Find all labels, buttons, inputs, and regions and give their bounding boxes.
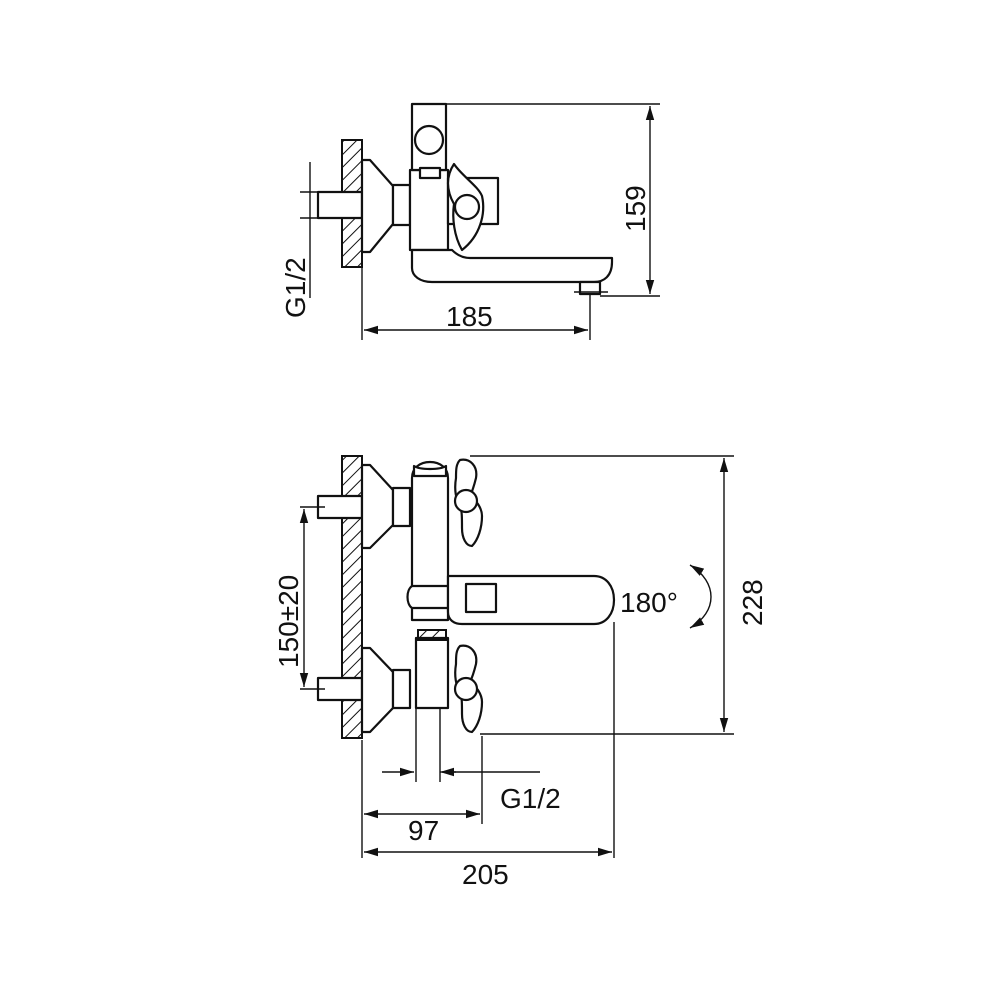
shower-holder-ring-top — [413, 124, 445, 156]
rotation-arrow — [689, 564, 712, 629]
front-height-label: 228 — [737, 579, 768, 626]
upper-nut — [391, 486, 412, 528]
inlet-pipe-top — [316, 190, 364, 220]
front-spout-connector — [464, 582, 498, 614]
front-lower-body — [414, 636, 450, 710]
escutcheon-top — [360, 158, 395, 254]
front-diverter-cap — [406, 584, 450, 610]
lower-handle-hub — [453, 676, 479, 702]
top-height-label: 159 — [620, 185, 651, 232]
shower-hook-front — [412, 464, 448, 478]
wall-section-front — [341, 455, 363, 739]
nut-top — [391, 183, 412, 227]
valve-body-top — [408, 168, 450, 252]
top-width-label: 185 — [446, 301, 493, 332]
upper-escutcheon — [360, 463, 395, 550]
front-width-label: 205 — [462, 859, 509, 890]
upper-handle-hub — [453, 488, 479, 514]
front-view: 180° 150±20 228 G1/2 97 205 — [273, 455, 768, 890]
top-view: G1/2 159 185 — [280, 102, 660, 340]
front-body-band — [417, 629, 447, 641]
holder-collar-top — [418, 166, 442, 180]
front-thread-label: G1/2 — [500, 783, 561, 814]
front-depth-label: 97 — [408, 815, 439, 846]
spacing-label: 150±20 — [273, 575, 304, 668]
top-thread-label: G1/2 — [280, 257, 311, 318]
handle-hub-top — [453, 193, 481, 221]
rotation-label: 180° — [620, 587, 678, 618]
lower-escutcheon — [360, 646, 395, 734]
spout-top — [410, 248, 614, 284]
lower-nut — [391, 668, 412, 710]
